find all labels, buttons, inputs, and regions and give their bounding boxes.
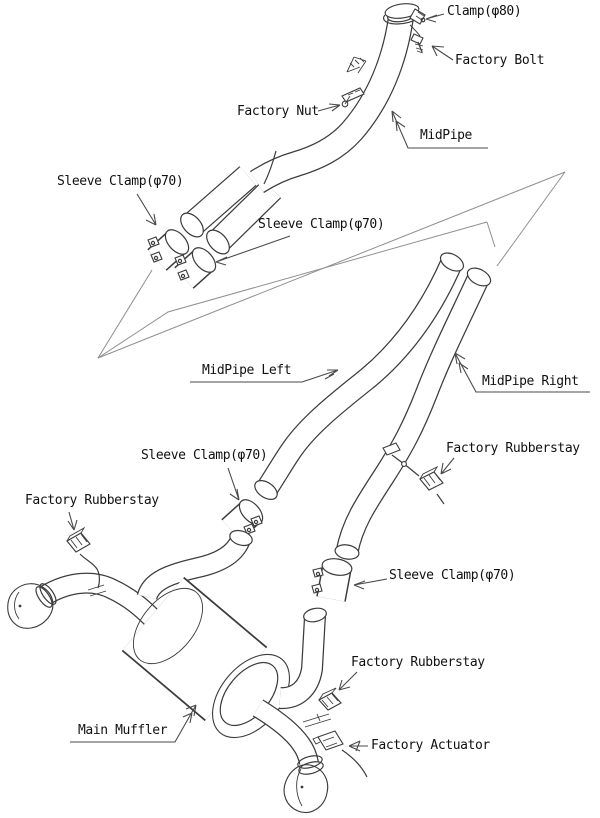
leader-sleeve-clamp-collector [215, 235, 291, 266]
midpipe-right-part [334, 267, 492, 560]
leader-main-muffler [70, 704, 197, 743]
label-factory-actuator: Factory Actuator [371, 738, 490, 753]
sleeve-clamp-bottom-part [311, 558, 353, 602]
leader-factory-nut [317, 103, 341, 112]
factory-rubberstay-left-part [66, 526, 107, 597]
factory-rubberstay-bottom-part [302, 687, 342, 728]
label-factory-bolt: Factory Bolt [455, 53, 545, 68]
direction-arrow [97, 171, 566, 359]
factory-actuator-part [312, 730, 368, 778]
label-factory-rubberstay-right: Factory Rubberstay [446, 441, 580, 456]
leader-factory-actuator [348, 740, 368, 752]
leader-factory-rubberstay-left [67, 511, 78, 531]
label-midpipe-right: MidPipe Right [482, 374, 579, 389]
leader-midpipe-left [190, 369, 339, 383]
rear-tailpipe-part [252, 699, 319, 765]
sleeve-clamp-front-part [147, 229, 190, 271]
leader-factory-bolt [431, 45, 454, 61]
left-tailpipe-part [7, 572, 160, 629]
label-main-muffler: Main Muffler [78, 723, 168, 738]
midpipe-part [180, 9, 415, 255]
label-factory-rubberstay-left: Factory Rubberstay [25, 493, 159, 508]
muffler-right-pipe-part [279, 607, 327, 709]
sleeve-clamp-mid-part [221, 499, 264, 541]
leader-midpipe [391, 110, 488, 149]
label-factory-rubberstay-bottom: Factory Rubberstay [351, 655, 485, 670]
label-factory-nut: Factory Nut [237, 104, 319, 119]
leader-midpipe-right [454, 352, 590, 393]
leader-factory-rubberstay-right [440, 457, 455, 475]
rear-tip-part [283, 755, 329, 813]
leader-sleeve-clamp-bottom [353, 578, 388, 590]
sleeve-clamp-collector-part [174, 247, 217, 289]
muffler-inlet-pipe-part [136, 529, 253, 601]
label-sleeve-clamp-mid: Sleeve Clamp(φ70) [141, 448, 268, 463]
label-sleeve-clamp-bottom: Sleeve Clamp(φ70) [389, 568, 516, 583]
label-midpipe-left: MidPipe Left [202, 363, 292, 378]
factory-bolt-part [410, 33, 424, 54]
label-midpipe: MidPipe [420, 128, 472, 143]
leader-sleeve-clamp-front [136, 193, 157, 226]
label-sleeve-clamp-front: Sleeve Clamp(φ70) [57, 174, 184, 189]
factory-rubberstay-right-part [382, 442, 445, 505]
label-sleeve-clamp-collector: Sleeve Clamp(φ70) [258, 217, 385, 232]
leader-sleeve-clamp-mid [227, 467, 240, 501]
main-muffler-part [121, 576, 291, 739]
leader-factory-rubberstay-bottom [338, 671, 358, 691]
factory-nut-part [341, 56, 367, 108]
clamp-80-part [382, 3, 426, 37]
midpipe-left-part [254, 252, 465, 500]
label-clamp-80: Clamp(φ80) [447, 4, 522, 19]
leader-clamp-80 [425, 13, 445, 23]
